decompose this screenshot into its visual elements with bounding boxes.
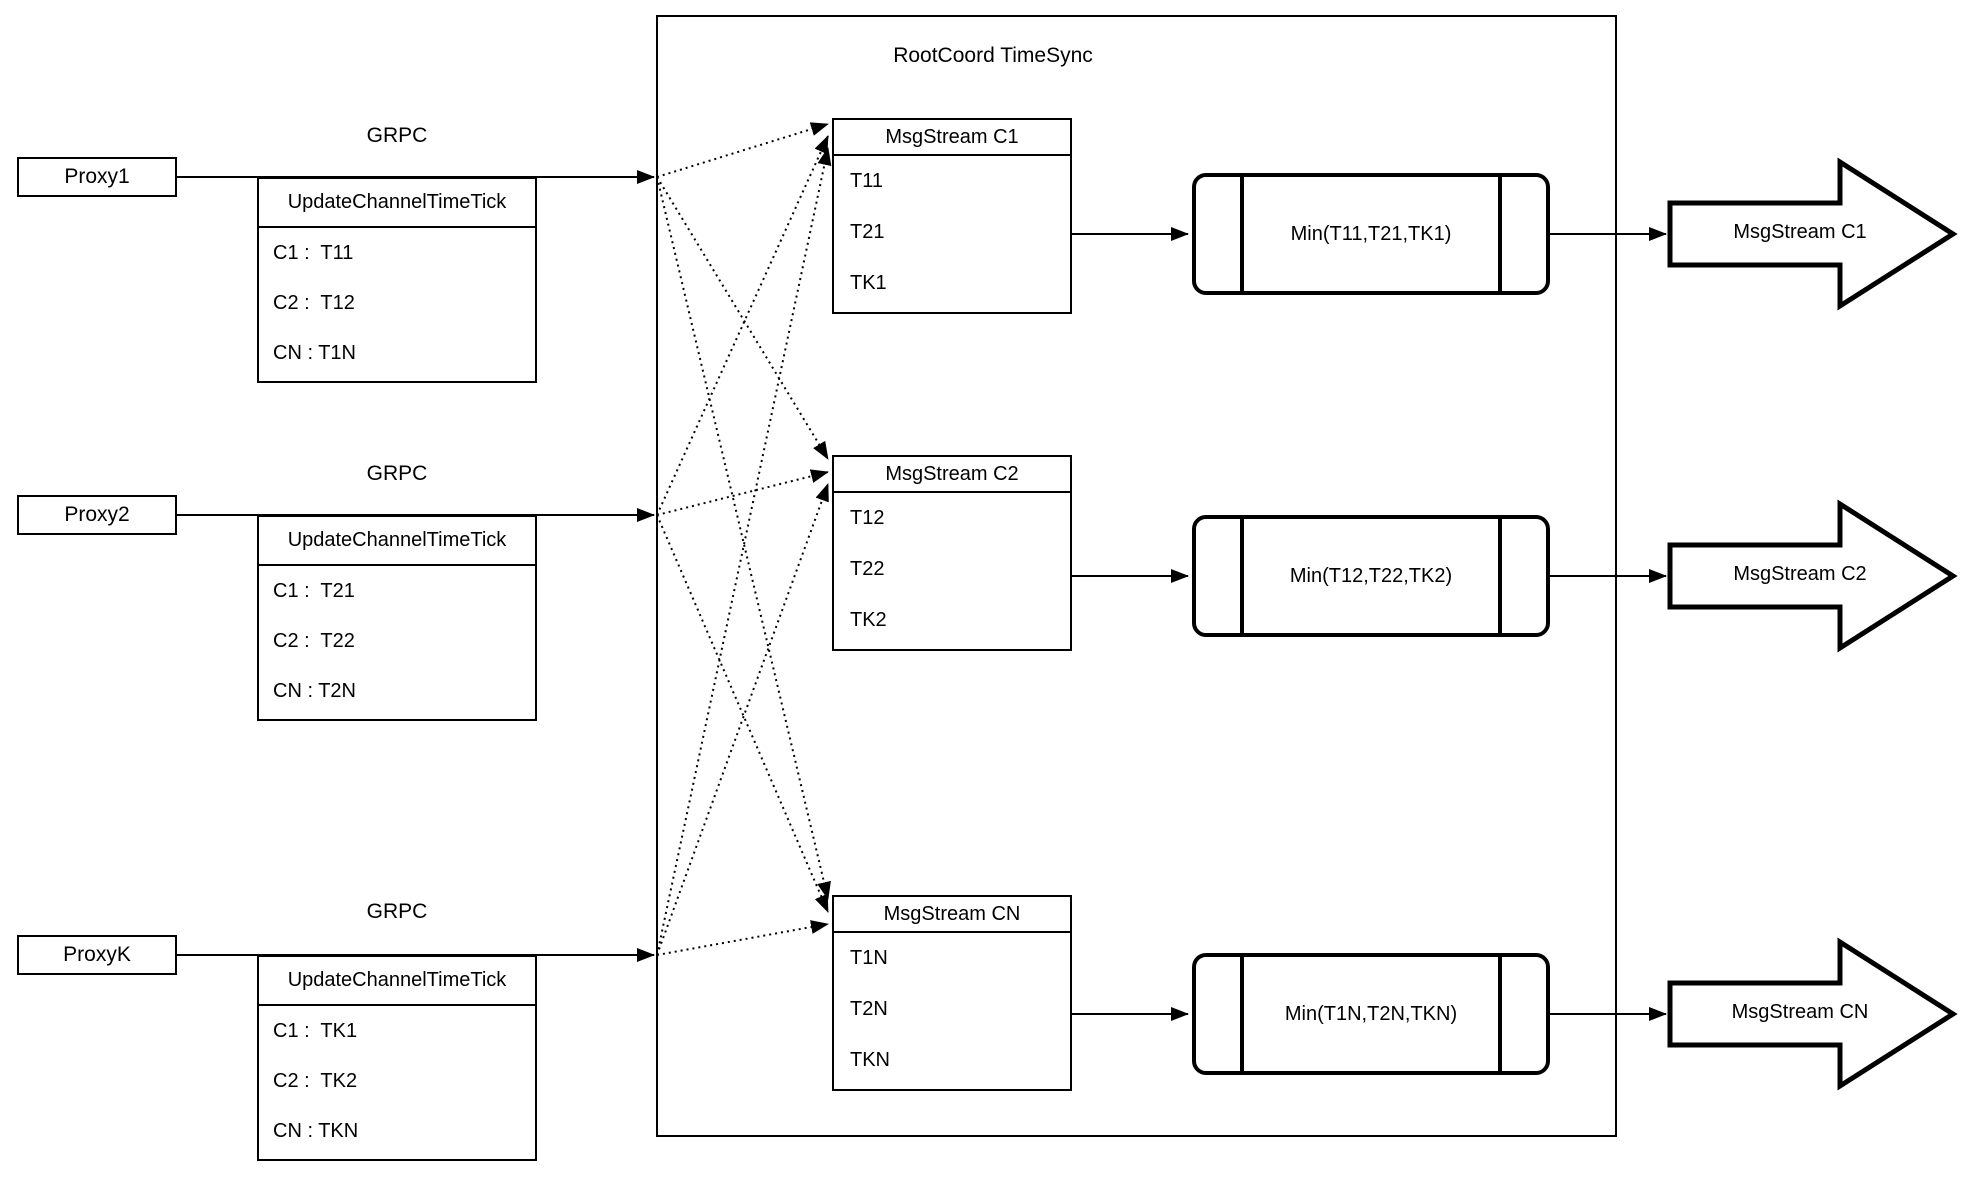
table-row: CN : T1N xyxy=(273,341,356,364)
dotted-p2-cn xyxy=(656,514,829,913)
msgstream-table-cn: MsgStream CN T1N T2N TKN xyxy=(832,895,1072,1091)
table-header: UpdateChannelTimeTick xyxy=(259,517,535,566)
grpc-label-2: GRPC xyxy=(366,462,428,485)
dotted-p2-c1 xyxy=(656,135,829,516)
msgstream-table-c2: MsgStream C2 T12 T22 TK2 xyxy=(832,455,1072,651)
msgstream-value: TK2 xyxy=(850,609,887,631)
table-row: C1 : TK1 xyxy=(273,1019,358,1042)
min-box-1: Min(T11,T21,TK1) xyxy=(1192,173,1550,295)
table-row: CN : T2N xyxy=(273,679,356,702)
output-arrow-shape-2 xyxy=(1667,499,1958,653)
dotted-p2-c2 xyxy=(656,469,829,516)
dotted-pk-c1 xyxy=(656,147,832,956)
proxy1-box: Proxy1 xyxy=(17,157,177,197)
table-row: C1 : T21 xyxy=(273,579,355,602)
output-arrow-label-3: MsgStream CN xyxy=(1731,1001,1869,1023)
msgstream-value: T12 xyxy=(850,507,885,529)
update-channel-timetick-table-2: UpdateChannelTimeTick C1 : T21 C2 : T22 … xyxy=(257,515,537,721)
table-row: C2 : TK2 xyxy=(273,1069,358,1092)
msgstream-value: T22 xyxy=(850,558,885,580)
msgstream-value: TKN xyxy=(850,1049,890,1071)
msgstream-value: T2N xyxy=(850,998,888,1020)
min-label: Min(T12,T22,TK2) xyxy=(1289,564,1453,587)
output-arrow-label-1: MsgStream C1 xyxy=(1733,221,1867,243)
table-row: C1 : T11 xyxy=(273,241,354,264)
msgstream-value: T1N xyxy=(850,947,888,969)
output-arrow-shape-1 xyxy=(1667,157,1958,311)
min-box-2: Min(T12,T22,TK2) xyxy=(1192,515,1550,637)
proxy1-label: Proxy1 xyxy=(64,165,130,188)
table-row: CN : TKN xyxy=(273,1119,359,1142)
dotted-pk-cn xyxy=(656,920,829,956)
table-header: UpdateChannelTimeTick xyxy=(259,957,535,1006)
msgstream-value: T21 xyxy=(850,221,885,243)
msgstream-value: TK1 xyxy=(850,272,887,294)
proxyk-box: ProxyK xyxy=(17,935,177,975)
msgstream-value: T11 xyxy=(850,170,883,192)
update-channel-timetick-table-3: UpdateChannelTimeTick C1 : TK1 C2 : TK2 … xyxy=(257,955,537,1161)
table-row: C2 : T12 xyxy=(273,291,355,314)
msgstream-table-header: MsgStream CN xyxy=(834,897,1070,933)
msgstream-table-c1: MsgStream C1 T11 T21 TK1 xyxy=(832,118,1072,314)
min-box-3: Min(T1N,T2N,TKN) xyxy=(1192,953,1550,1075)
grpc-label-1: GRPC xyxy=(366,124,428,147)
output-arrow-label-2: MsgStream C2 xyxy=(1733,563,1867,585)
table-row: C2 : T22 xyxy=(273,629,355,652)
output-arrow-shape-3 xyxy=(1667,937,1958,1091)
msgstream-table-header: MsgStream C2 xyxy=(834,457,1070,493)
update-channel-timetick-table-1: UpdateChannelTimeTick C1 : T11 C2 : T12 … xyxy=(257,177,537,383)
min-label: Min(T11,T21,TK1) xyxy=(1290,222,1452,245)
proxy2-label: Proxy2 xyxy=(64,503,130,526)
dotted-p1-c1 xyxy=(656,122,829,178)
msgstream-table-header: MsgStream C1 xyxy=(834,120,1070,156)
min-label: Min(T1N,T2N,TKN) xyxy=(1284,1002,1458,1025)
proxy2-box: Proxy2 xyxy=(17,495,177,535)
rootcoord-title: RootCoord TimeSync xyxy=(893,44,1093,67)
dotted-p1-c2 xyxy=(656,176,829,460)
table-header: UpdateChannelTimeTick xyxy=(259,179,535,228)
dotted-p1-cn xyxy=(656,176,831,900)
proxyk-label: ProxyK xyxy=(63,943,131,966)
grpc-label-3: GRPC xyxy=(366,900,428,923)
